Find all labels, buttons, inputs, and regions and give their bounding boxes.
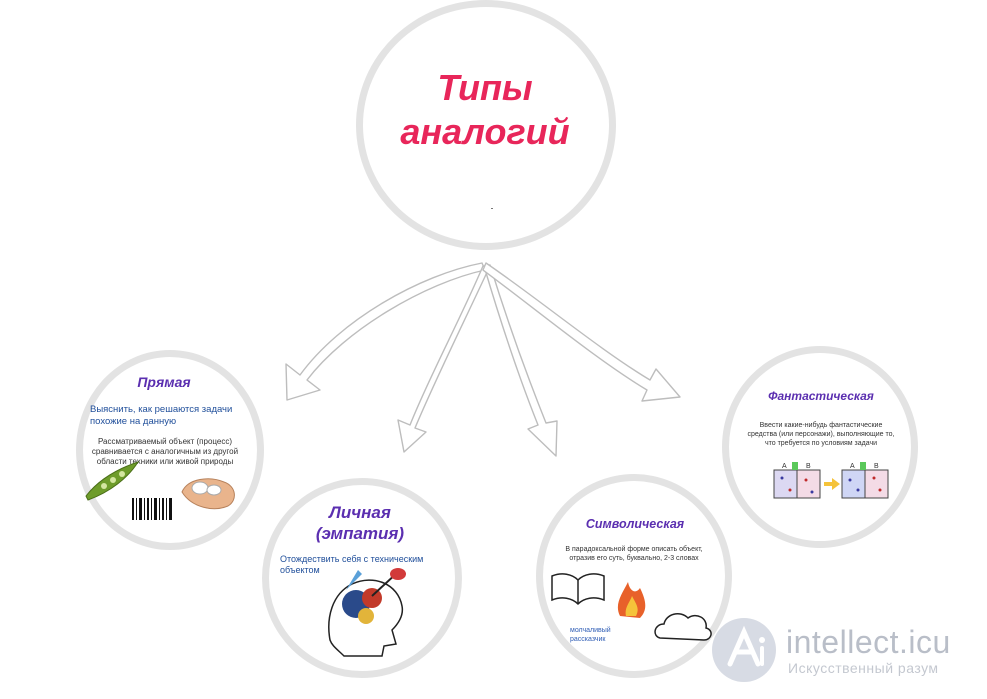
direct-circle <box>76 350 264 550</box>
center-title-line1: Типы <box>437 67 533 108</box>
center-dot <box>491 208 493 209</box>
symbolic-circle <box>536 474 732 678</box>
symbolic-example: молчаливый рассказчик <box>570 626 630 644</box>
guitar-icon <box>371 568 406 597</box>
personal-title: Личная (эмпатия) <box>290 502 430 544</box>
fantastic-label-a2: A <box>850 463 855 470</box>
head-profile-icon <box>328 570 404 657</box>
center-circle <box>356 0 616 250</box>
personal-title-line2: (эмпатия) <box>315 524 405 543</box>
fire-icon <box>617 582 646 618</box>
fantastic-label-b2: B <box>874 463 879 470</box>
right-arrow-icon <box>824 478 840 490</box>
direct-goal: Выяснить, как решаются задачи похожие на… <box>90 404 233 427</box>
personal-title-line1: Личная <box>329 503 391 522</box>
personal-goal: Отождествить себя с техническим объектом <box>280 554 424 575</box>
watermark-tagline: Искусственный разум <box>788 660 939 676</box>
fantastic-title: Фантастическая <box>768 389 874 403</box>
direct-title: Прямая <box>137 374 191 390</box>
symbolic-goal: В парадоксальной форме описать объект, о… <box>565 546 703 562</box>
watermark-brand: intellect.icu <box>786 624 951 660</box>
arrow-to-fantastic <box>482 262 681 402</box>
hands-with-eggs-icon <box>181 478 235 510</box>
symbolic-title: Символическая <box>585 517 685 531</box>
demon-box-right <box>841 462 889 499</box>
cloud-icon <box>654 613 712 641</box>
arrow-to-symbolic <box>483 264 558 457</box>
symbolic-example-line1: молчаливый <box>570 627 611 634</box>
fantastic-circle <box>722 346 918 548</box>
fantastic-label-a1: A <box>782 463 787 470</box>
book-icon <box>551 573 605 606</box>
barcode-icon <box>130 496 176 524</box>
symbolic-example-line2: рассказчик <box>570 636 606 643</box>
demon-box-left <box>773 462 821 499</box>
arrow-to-personal <box>397 265 490 453</box>
direct-description: Рассматриваемый объект (процесс) сравнив… <box>91 437 239 466</box>
center-title-line2: аналогий <box>400 111 570 152</box>
arrow-to-direct <box>285 262 486 401</box>
fantastic-label-b1: B <box>806 463 811 470</box>
center-title: Типы аналогий <box>380 66 590 154</box>
pea-pod-icon <box>85 461 140 501</box>
fantastic-goal: Ввести какие-нибудь фантастические средс… <box>747 422 895 447</box>
